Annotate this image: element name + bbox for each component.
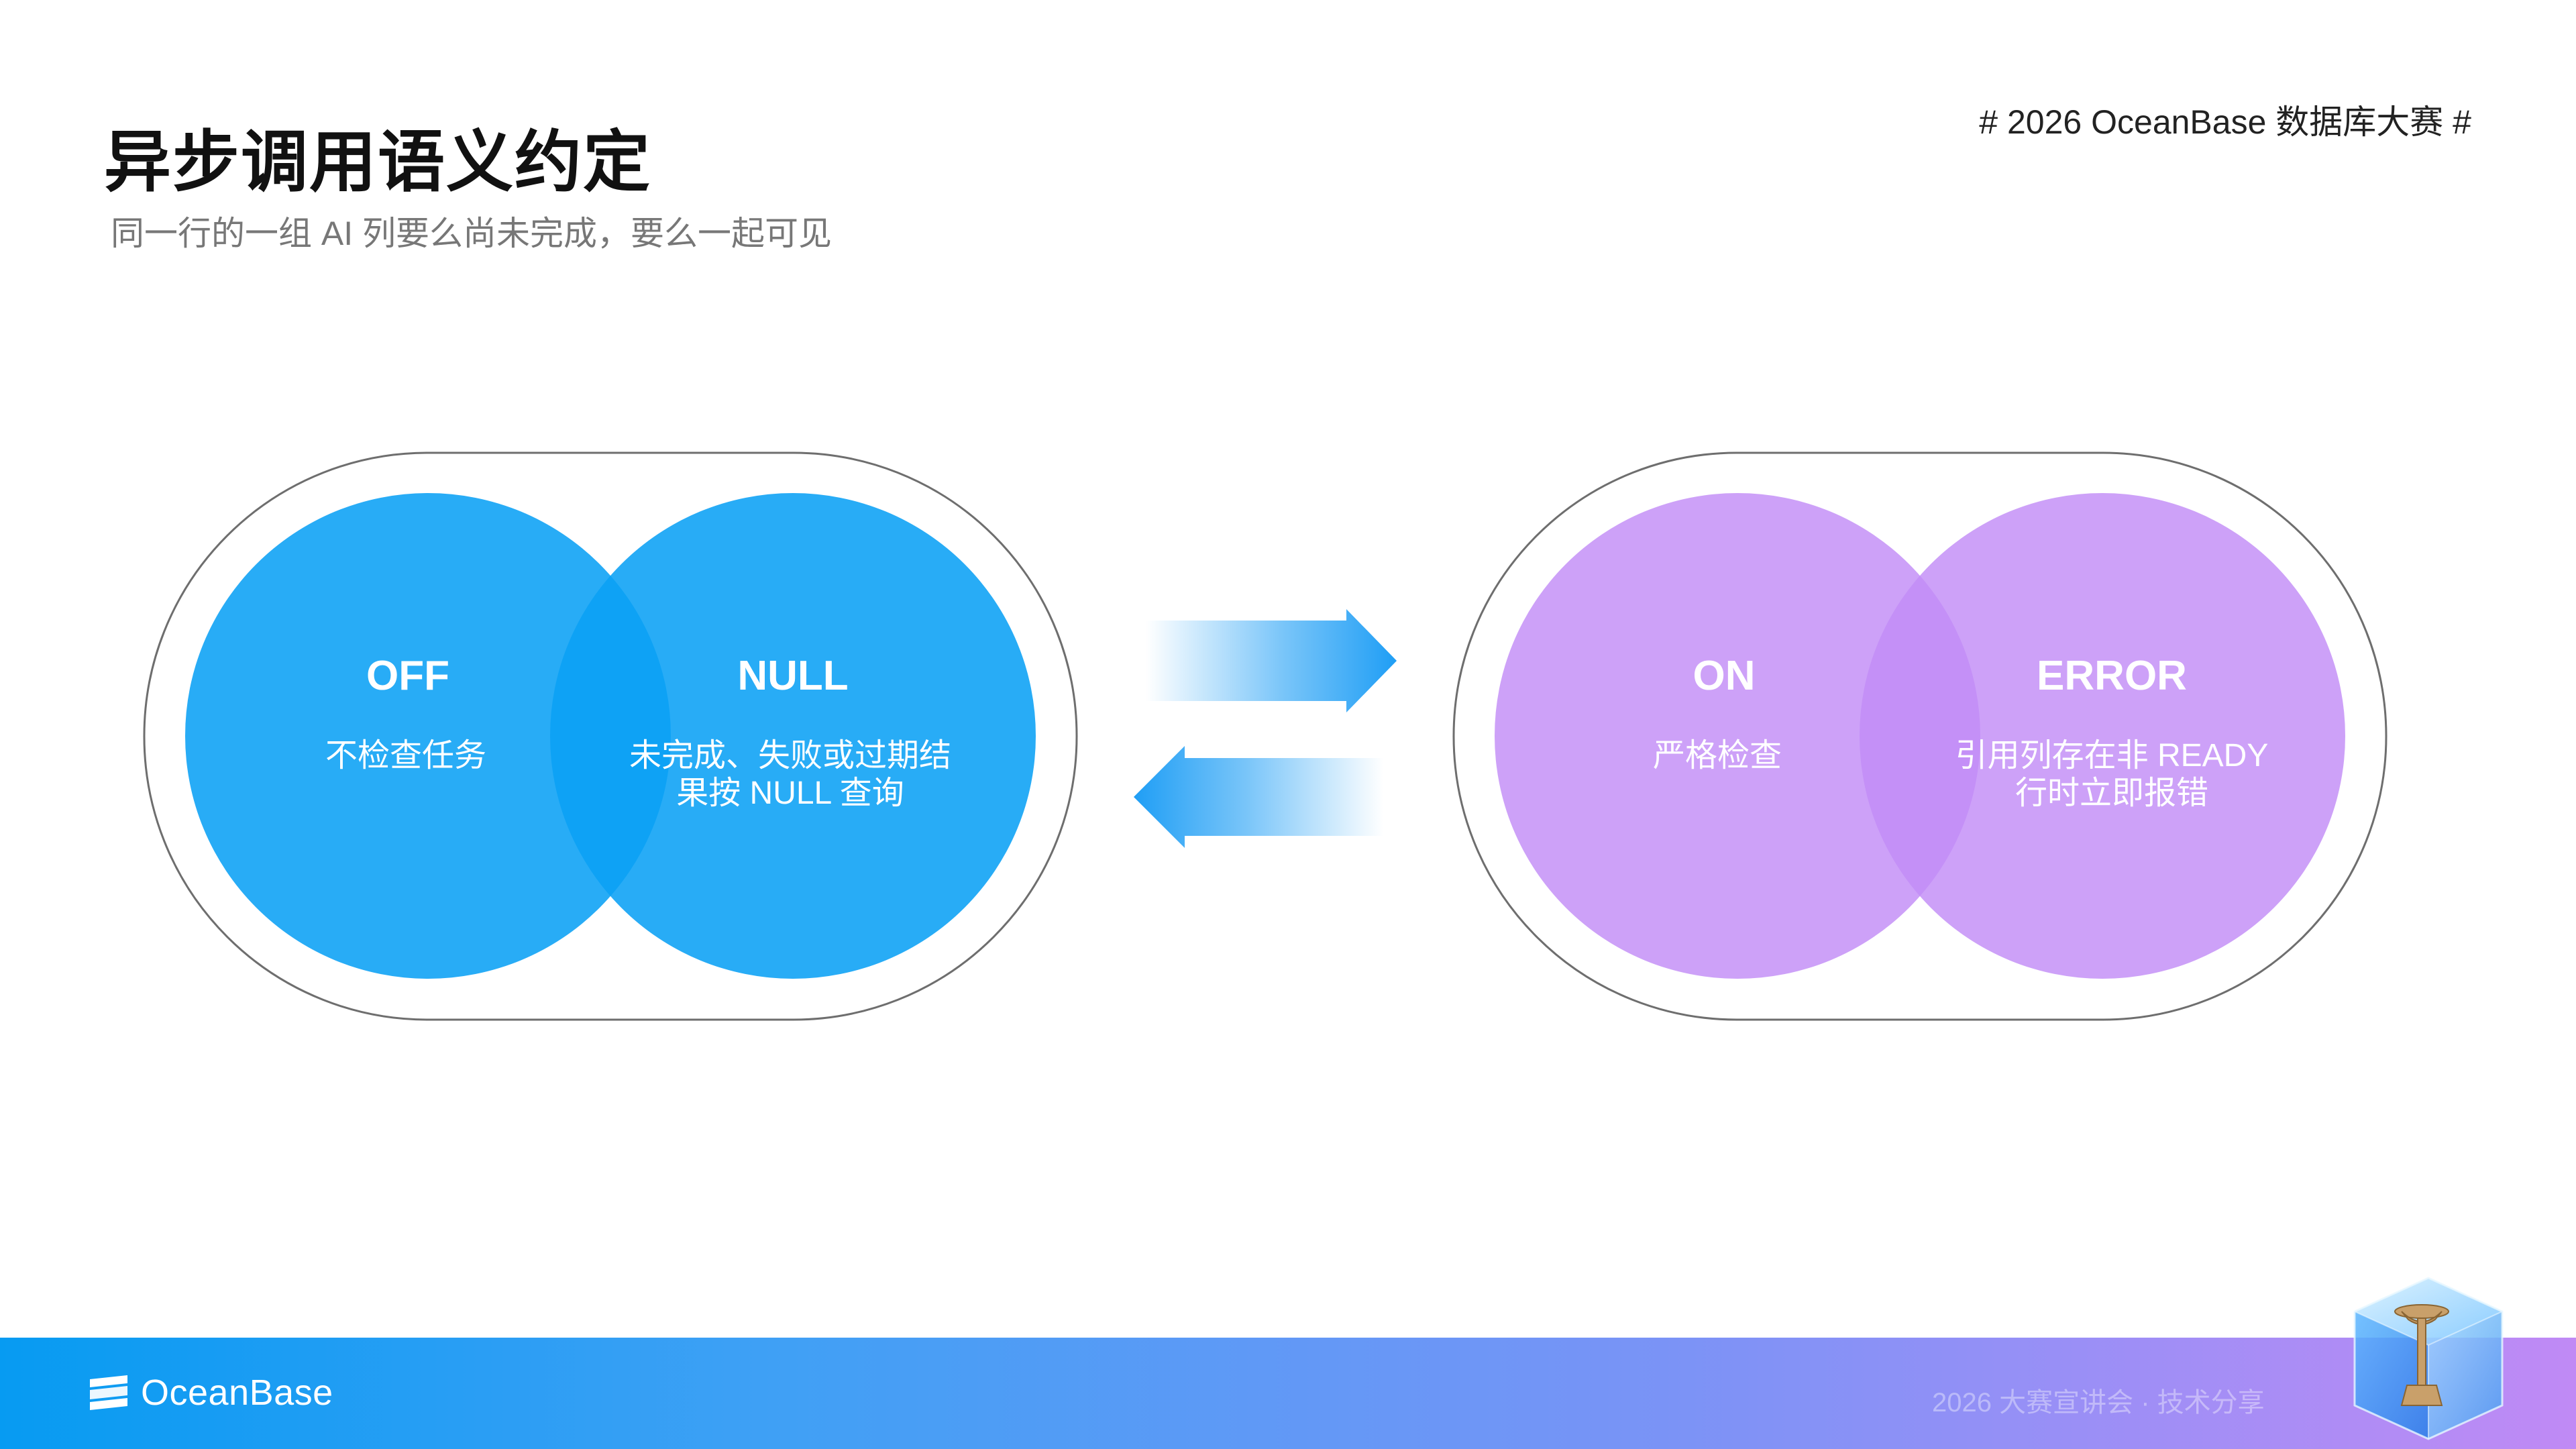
on-circle (1495, 493, 1980, 979)
null-circle (550, 493, 1036, 979)
arrow-right-icon (1146, 609, 1397, 712)
footer-bar: OceanBase 2026 大赛宣讲会 · 技术分享 (0, 1338, 2576, 1449)
right-group-outline (1452, 451, 2387, 1021)
footer-faint-text: 2026 大赛宣讲会 · 技术分享 (1932, 1388, 2265, 1417)
right-semantics-group: ON 严格检查 ERROR 引用列存在非 READY 行时立即报错 (1452, 451, 2387, 1021)
left-group-outline (143, 451, 1078, 1021)
toggle-arrows (1134, 609, 1397, 848)
null-desc-line2: 果按 NULL 查询 (676, 775, 904, 811)
off-circle (185, 493, 671, 979)
null-heading: NULL (737, 653, 848, 699)
error-desc-line1: 引用列存在非 READY (1955, 738, 2269, 773)
arrow-left-icon (1134, 746, 1383, 848)
error-heading: ERROR (2037, 653, 2187, 699)
oceanbase-logo-text: OceanBase (141, 1373, 333, 1413)
oceanbase-logo-icon (90, 1375, 127, 1410)
null-desc-line1: 未完成、失败或过期结 (629, 738, 951, 773)
event-hashtag: # 2026 OceanBase 数据库大赛 # (1979, 103, 2471, 141)
trophy-cube-icon (2353, 1277, 2504, 1440)
oceanbase-logo: OceanBase (86, 1368, 333, 1417)
on-desc: 严格检查 (1653, 738, 1782, 773)
off-desc: 不检查任务 (325, 738, 486, 773)
error-circle (1860, 493, 2345, 979)
left-semantics-group: OFF 不检查任务 NULL 未完成、失败或过期结 果按 NULL 查询 (143, 451, 1078, 1021)
error-desc-line2: 行时立即报错 (2015, 775, 2208, 811)
on-heading: ON (1693, 653, 1756, 699)
off-heading: OFF (366, 653, 449, 699)
slide-title: 异步调用语义约定 (104, 125, 651, 200)
slide-subtitle: 同一行的一组 AI 列要么尚未完成，要么一起可见 (111, 215, 833, 252)
